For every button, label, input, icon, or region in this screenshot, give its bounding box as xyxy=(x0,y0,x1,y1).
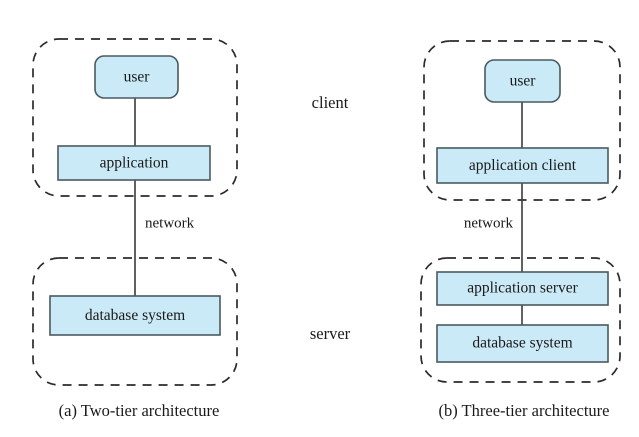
two-tier-node-user-label: user xyxy=(124,69,151,86)
panel-three-tier: user application client application serv… xyxy=(420,40,621,420)
two-tier-node-user[interactable]: user xyxy=(94,55,179,99)
three-tier-node-user[interactable]: user xyxy=(484,59,561,103)
three-tier-node-user-label: user xyxy=(510,73,537,90)
two-tier-caption: (a) Two-tier architecture xyxy=(59,401,220,420)
three-tier-node-application-client-box xyxy=(436,147,609,184)
three-tier-node-application-server-box xyxy=(436,271,609,306)
three-tier-caption: (b) Three-tier architecture xyxy=(438,401,609,420)
three-tier-node-application-server[interactable]: application server xyxy=(436,271,609,306)
three-tier-node-application-server-label: application server xyxy=(467,280,578,297)
two-tier-node-database-system-label: database system xyxy=(85,307,185,324)
two-tier-server-group-boundary xyxy=(32,257,238,386)
two-tier-node-database-system-box xyxy=(49,295,221,336)
three-tier-server-group-boundary xyxy=(420,257,621,383)
two-tier-node-application-box xyxy=(57,145,211,181)
three-tier-node-database-system-label: database system xyxy=(472,335,572,352)
three-tier-node-user-box xyxy=(484,59,561,103)
two-tier-node-database-system[interactable]: database system xyxy=(49,295,221,336)
three-tier-network-label: network xyxy=(464,215,514,231)
two-tier-client-group-boundary xyxy=(32,38,238,197)
two-tier-node-user-box xyxy=(94,55,179,99)
three-tier-node-database-system[interactable]: database system xyxy=(436,324,609,363)
two-tier-node-application-label: application xyxy=(100,155,169,172)
two-tier-network-label: network xyxy=(145,215,195,231)
tier-label-server: server xyxy=(310,324,351,343)
panel-two-tier: user application database system network… xyxy=(32,38,238,420)
two-tier-node-application[interactable]: application xyxy=(57,145,211,181)
tier-label-client: client xyxy=(312,93,349,112)
three-tier-node-application-client-label: application client xyxy=(469,157,577,174)
three-tier-node-application-client[interactable]: application client xyxy=(436,147,609,184)
three-tier-node-database-system-box xyxy=(436,324,609,363)
